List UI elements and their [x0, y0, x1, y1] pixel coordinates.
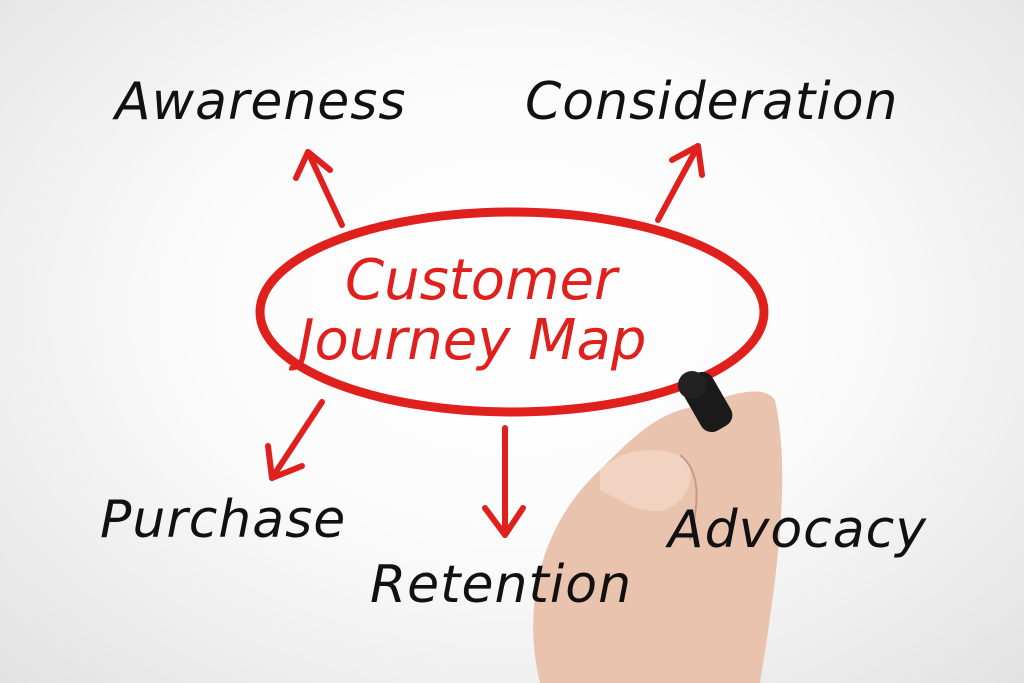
- arrow-retention: [482, 425, 526, 538]
- stage-awareness: Awareness: [115, 72, 407, 132]
- center-title-line2: Journey Map: [298, 308, 647, 373]
- arrow-consideration: [655, 143, 705, 223]
- arrow-purchase: [265, 399, 325, 481]
- center-title-line1: Customer: [345, 248, 618, 313]
- center-ellipse: [255, 207, 769, 417]
- stage-retention: Retention: [370, 555, 633, 615]
- hand-with-marker: [533, 371, 783, 683]
- stage-consideration: Consideration: [525, 72, 899, 132]
- stage-advocacy: Advocacy: [668, 500, 927, 560]
- stage-purchase: Purchase: [100, 490, 347, 550]
- arrow-awareness: [293, 149, 345, 228]
